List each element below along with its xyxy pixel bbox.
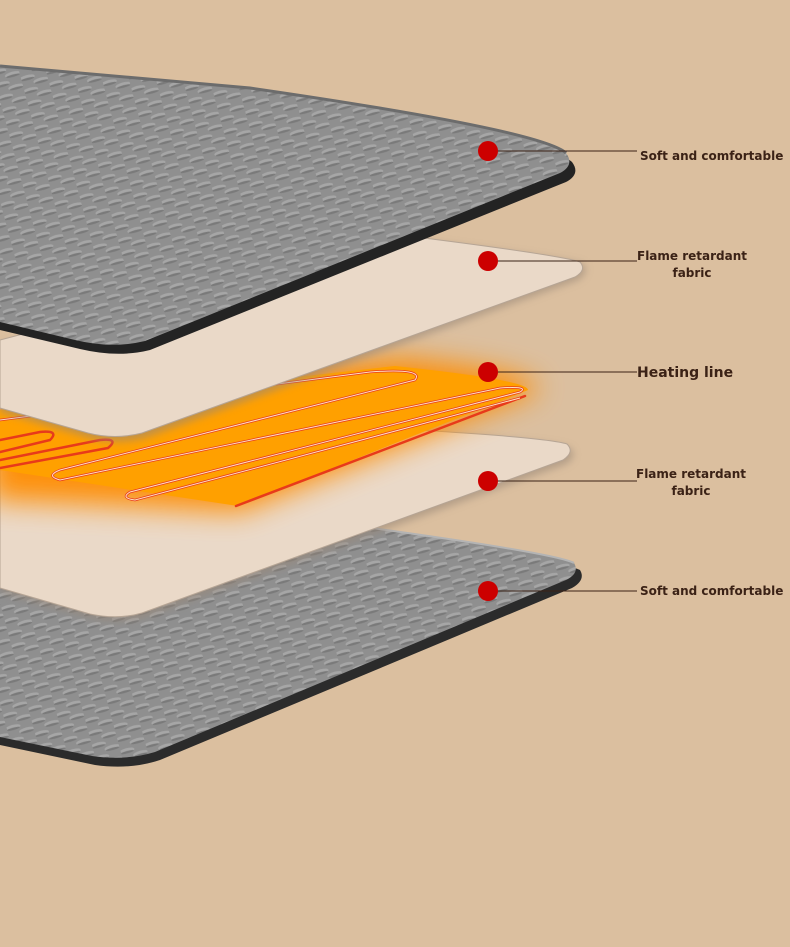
- label-upper-barrier: Flame retardant fabric: [637, 248, 747, 282]
- marker-dot-4: [478, 471, 498, 491]
- label-lower-barrier: Flame retardant fabric: [636, 466, 746, 500]
- label-top-fabric: Soft and comfortable: [640, 149, 784, 163]
- label-lower-barrier-line1: Flame retardant: [636, 467, 747, 481]
- marker-dot-5: [478, 581, 498, 601]
- label-heating-line: Heating line: [637, 365, 734, 381]
- callout-markers: [478, 141, 637, 601]
- marker-dot-3: [478, 362, 498, 382]
- label-upper-barrier-line2: fabric: [672, 266, 712, 280]
- label-lower-barrier-line2: fabric: [671, 484, 711, 498]
- label-upper-barrier-line1: Flame retardant: [637, 249, 748, 263]
- label-bottom-fabric: Soft and comfortable: [640, 584, 784, 598]
- upper-barrier-layer: [0, 234, 586, 442]
- marker-dot-2: [478, 251, 498, 271]
- marker-dot-1: [478, 141, 498, 161]
- top-fabric-layer: [0, 64, 576, 354]
